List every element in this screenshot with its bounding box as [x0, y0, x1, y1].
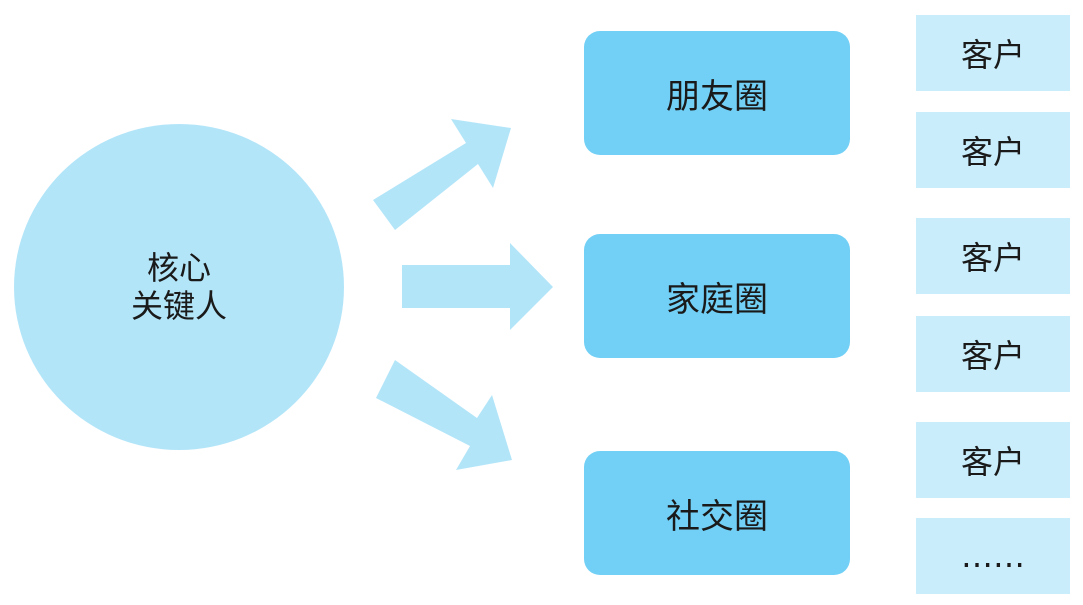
social-circle-box: 社交圈 — [584, 451, 850, 575]
customer-box-5: 客户 — [916, 422, 1070, 498]
friends-circle-box: 朋友圈 — [584, 31, 850, 155]
customer-ellipsis-label: …… — [961, 537, 1025, 575]
core-label-line2: 关键人 — [130, 287, 227, 325]
customer-label: 客户 — [960, 337, 1025, 375]
customer-label: 客户 — [960, 36, 1025, 74]
family-circle-label: 家庭圈 — [666, 279, 768, 320]
customer-box-1: 客户 — [916, 15, 1070, 91]
friends-circle-label: 朋友圈 — [666, 76, 768, 117]
customer-label: 客户 — [960, 133, 1025, 171]
customer-box-3: 客户 — [916, 218, 1070, 294]
arrow-up-right — [373, 119, 511, 230]
arrow-down-right — [376, 360, 512, 470]
arrow-right — [402, 243, 553, 330]
customer-label: 客户 — [960, 443, 1025, 481]
customer-label: 客户 — [960, 239, 1025, 277]
customer-box-2: 客户 — [916, 112, 1070, 188]
social-circle-label: 社交圈 — [666, 496, 768, 537]
core-label-line1: 核心 — [146, 249, 211, 287]
customer-box-more: …… — [916, 518, 1070, 594]
family-circle-box: 家庭圈 — [584, 234, 850, 358]
core-key-person-node: 核心 关键人 — [14, 124, 344, 450]
customer-box-4: 客户 — [916, 316, 1070, 392]
